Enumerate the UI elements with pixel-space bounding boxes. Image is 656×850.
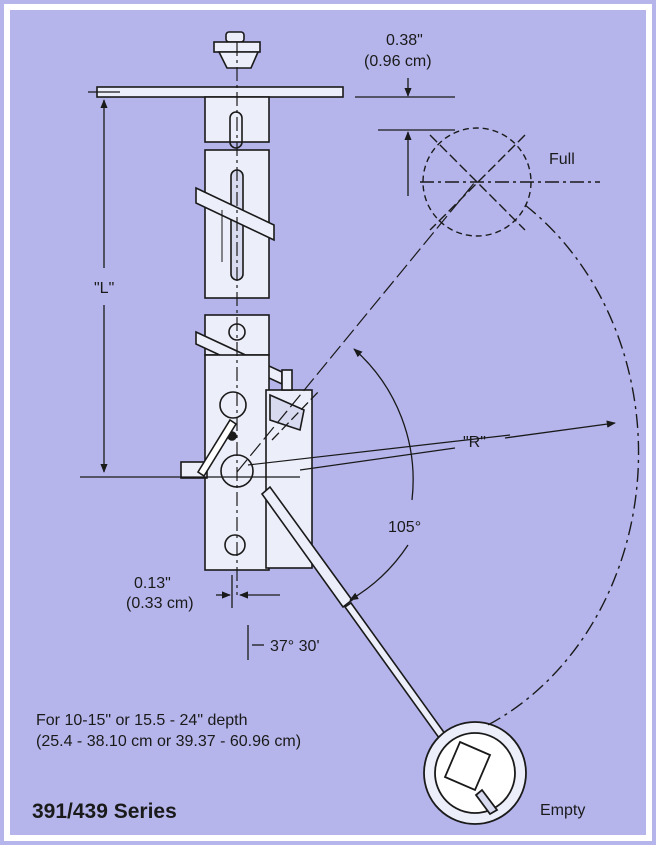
label-side-offset-in: 0.13" — [134, 575, 171, 592]
float-full — [420, 127, 600, 237]
upper-tube — [195, 96, 275, 299]
dimension-side-offset — [216, 575, 280, 608]
travel-arc — [487, 204, 640, 726]
dimension-length — [88, 91, 120, 473]
dimension-angle — [271, 348, 414, 601]
label-series: 391/439 Series — [32, 800, 177, 823]
dimension-top-offset — [355, 78, 455, 196]
label-length: "L" — [94, 280, 114, 297]
label-tilt-angle: 37° 30' — [270, 638, 320, 655]
label-depth-line1: For 10-15" or 15.5 - 24" depth — [36, 712, 247, 729]
label-depth-line2: (25.4 - 38.10 cm or 39.37 - 60.96 cm) — [36, 733, 301, 750]
label-empty: Empty — [540, 802, 585, 819]
label-top-offset-cm: (0.96 cm) — [364, 53, 432, 70]
panel-frame — [4, 4, 652, 841]
dimension-tilt — [247, 625, 264, 660]
label-top-offset-in: 0.38" — [386, 32, 423, 49]
float-empty — [423, 721, 527, 825]
label-radius: "R" — [463, 434, 486, 451]
label-full: Full — [549, 151, 575, 168]
label-angle: 105° — [388, 519, 421, 536]
dimension-radius — [299, 420, 616, 471]
label-side-offset-cm: (0.33 cm) — [126, 595, 194, 612]
center-lines — [80, 42, 511, 595]
